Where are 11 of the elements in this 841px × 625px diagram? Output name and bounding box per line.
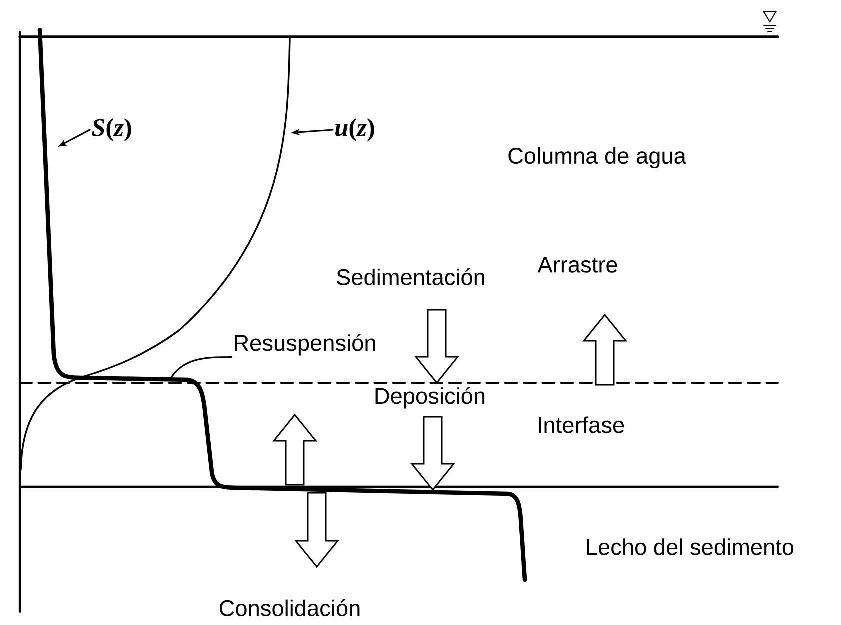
leader-line bbox=[169, 356, 232, 381]
curve-label: S(z) bbox=[92, 118, 132, 142]
region-label: Sedimentación bbox=[337, 268, 484, 286]
region-label: Consolidación bbox=[220, 600, 360, 616]
region-label: Interfase bbox=[539, 416, 624, 434]
region-label: Columna de agua bbox=[508, 147, 686, 169]
curve-label: Resuspensión bbox=[235, 334, 376, 356]
region-label: Lecho del sedimento bbox=[587, 538, 794, 556]
region-label: Deposición bbox=[376, 387, 485, 409]
region-label: Arrastre bbox=[538, 257, 618, 273]
curve-label: u(z) bbox=[336, 118, 374, 142]
